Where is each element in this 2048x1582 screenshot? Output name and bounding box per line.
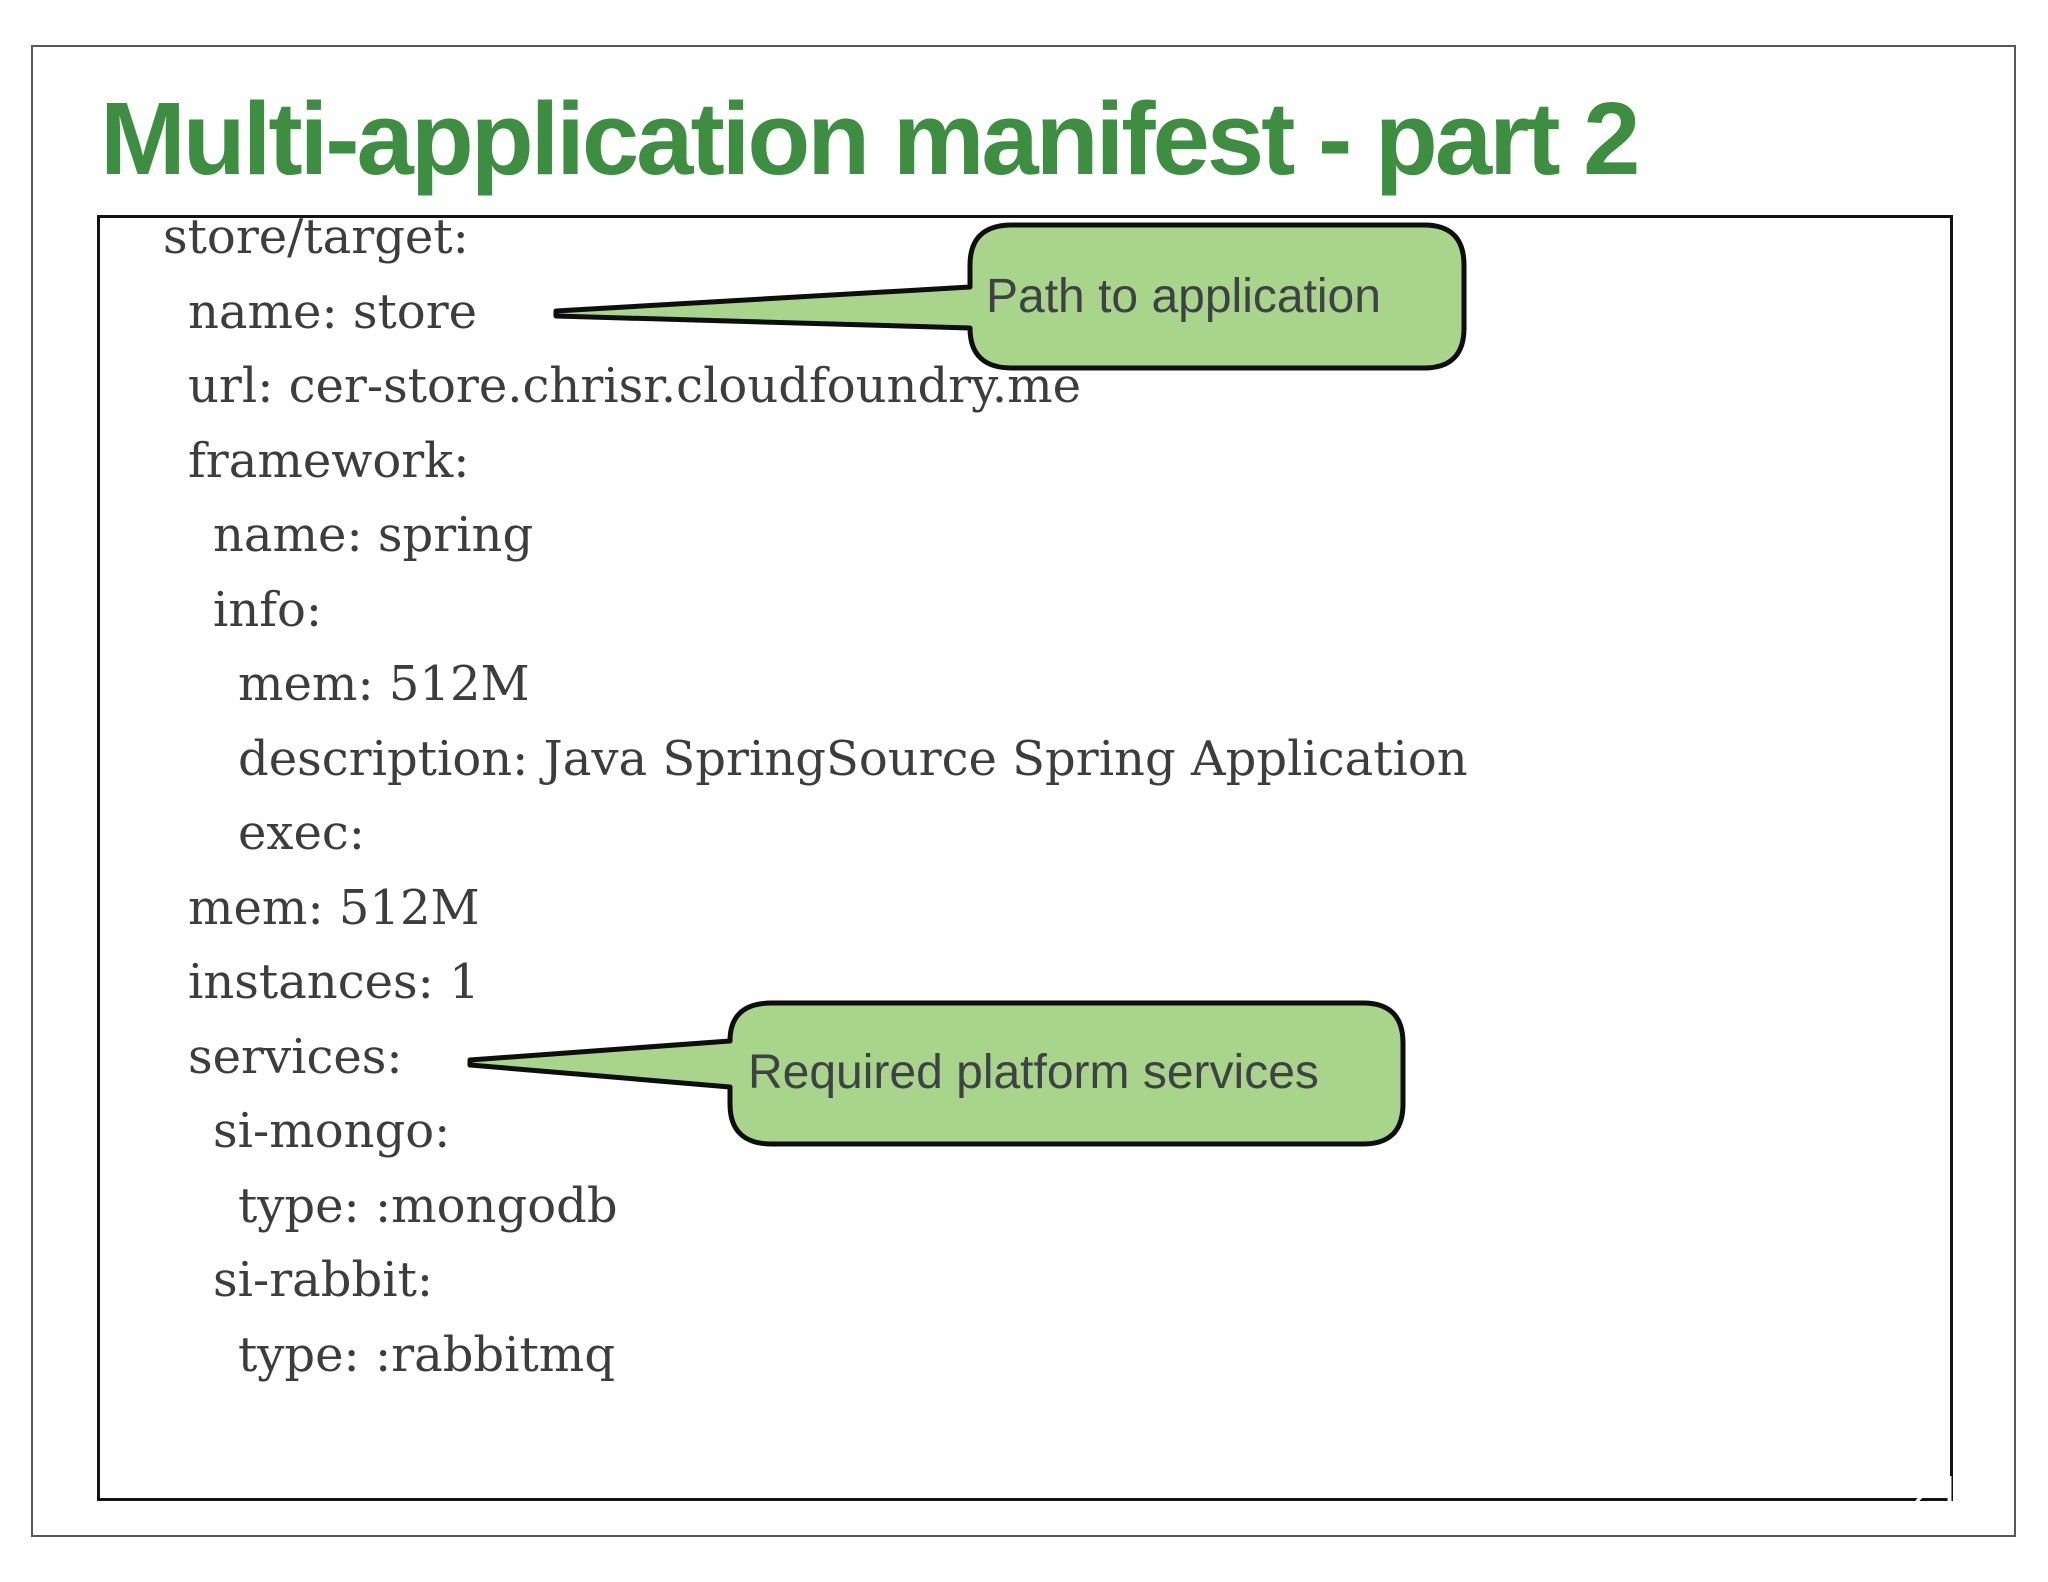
manifest-line: framework: <box>188 432 470 489</box>
slide-title: Multi-application manifest - part 2 <box>100 81 1640 196</box>
manifest-line: mem: 512M <box>238 656 530 712</box>
callout1-label: Path to application <box>986 269 1381 323</box>
callout2-label: Required platform services <box>748 1045 1319 1099</box>
manifest-panel <box>97 215 1953 1501</box>
manifest-line: type: :mongodb <box>238 1177 618 1234</box>
manifest-line: services: <box>188 1028 403 1085</box>
manifest-line: info: <box>213 581 323 638</box>
manifest-line: si-rabbit: <box>213 1252 434 1308</box>
manifest-line: type: :rabbitmq <box>238 1326 616 1383</box>
manifest-line: instances: 1 <box>188 954 480 1010</box>
manifest-line: description: Java SpringSource Spring Ap… <box>238 730 1468 787</box>
manifest-line: name: spring <box>213 507 534 563</box>
page-number: 21 <box>1912 1467 1961 1516</box>
manifest-line: si-mongo: <box>213 1103 451 1159</box>
manifest-line: exec: <box>238 805 365 861</box>
manifest-line: mem: 512M <box>188 879 480 936</box>
manifest-line: name: store <box>188 283 478 340</box>
manifest-line: store/target: <box>163 209 469 265</box>
